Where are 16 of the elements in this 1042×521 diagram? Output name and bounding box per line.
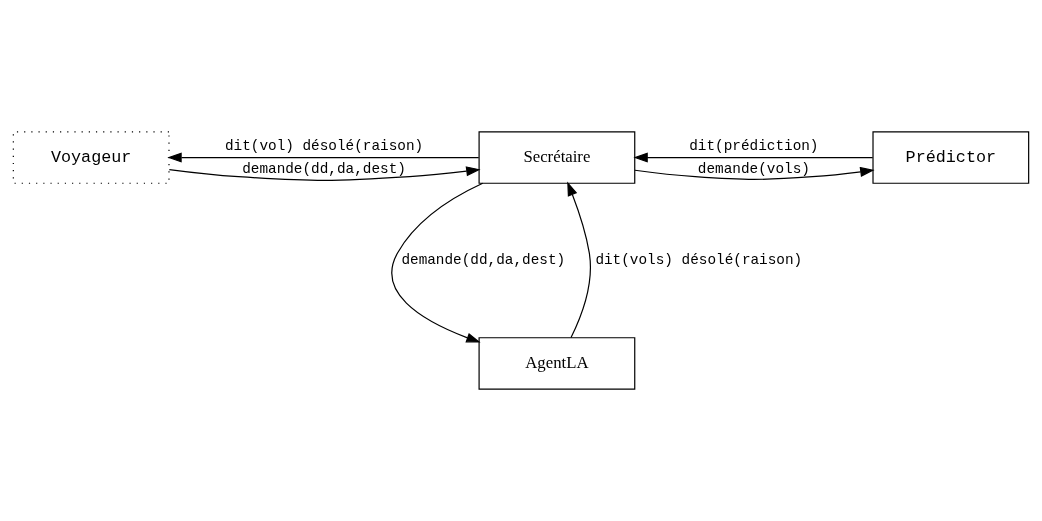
edge-label: demande(dd,da,dest) (401, 252, 566, 269)
node-box: Secrétaire (478, 131, 636, 184)
arrow (391, 182, 484, 343)
node-box: Voyageur (12, 131, 170, 184)
arrow (168, 166, 481, 181)
edge-label: demande(dd,da,dest) (242, 160, 406, 177)
edge-label: dit(vols) désolé(raison) (595, 252, 803, 269)
node-box: AgentLA (478, 337, 636, 390)
node-box: Prédictor (872, 131, 1030, 184)
arrow (634, 166, 875, 180)
arrow (567, 181, 591, 339)
edge-label: demande(vols) (697, 160, 810, 177)
edge-label: dit(vol) désolé(raison) (224, 137, 424, 154)
arrow (633, 152, 874, 163)
edge-label: dit(prédiction) (689, 137, 819, 154)
arrow (167, 152, 480, 163)
